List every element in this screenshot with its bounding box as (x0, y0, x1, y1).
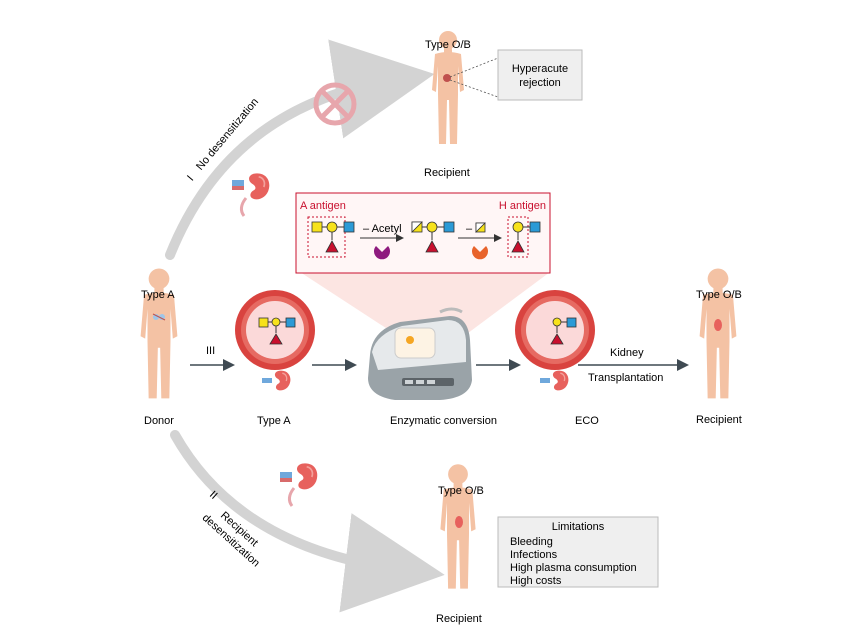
donor-label: Donor (144, 415, 174, 427)
donor-type: Type A (141, 289, 175, 301)
zoom-wedge (300, 272, 550, 345)
limitations-title: Limitations (552, 521, 605, 533)
bottom-person-type: Type O/B (438, 485, 484, 497)
path1-arrow (165, 39, 435, 260)
kidney-icon (232, 172, 271, 217)
machine-label: Enzymatic conversion (390, 415, 497, 427)
person-icon (140, 268, 178, 399)
limitation-item: High plasma consumption (510, 562, 637, 574)
perfusion-machine-icon (368, 307, 472, 400)
bottom-person-label: Recipient (436, 613, 482, 625)
transplant-kidney-top (443, 74, 451, 82)
step2-label: – (466, 223, 473, 235)
blood-vessel-icon (515, 290, 595, 370)
h-antigen-label: H antigen (499, 200, 546, 212)
donor-kidney-icon (152, 313, 166, 321)
hyperacute-line1: Hyperacute (512, 63, 568, 75)
limitation-item: Infections (510, 549, 558, 561)
limitations-callout (497, 516, 659, 588)
intermediate-glycan (411, 221, 455, 253)
right-kidney (714, 319, 722, 331)
path3-number: III (206, 345, 215, 357)
top-person-label: Recipient (424, 167, 470, 179)
a-antigen-glycan (307, 216, 355, 258)
blood-vessel-icon (235, 290, 315, 370)
step2-removed-sugar (475, 222, 486, 233)
step1-label: – Acetyl (363, 223, 402, 235)
hyperacute-line2: rejection (519, 77, 561, 89)
path1-number: I (185, 173, 196, 183)
top-person-type: Type O/B (425, 39, 471, 51)
h-antigen-glycan (507, 216, 541, 258)
kidney-icon (262, 369, 292, 392)
kidney-transplant-label-2: Transplantation (588, 372, 663, 384)
limitation-item: High costs (510, 575, 562, 587)
kidney-icon (280, 462, 319, 507)
hyperacute-callout (497, 49, 583, 101)
enzyme1-icon (373, 246, 391, 260)
person-icon (699, 268, 737, 399)
a-antigen-label: A antigen (300, 200, 346, 212)
limitation-item: Bleeding (510, 536, 553, 548)
kidney-transplant-label-1: Kidney (610, 347, 644, 359)
vessel-left-label: Type A (257, 415, 291, 427)
right-person-label: Recipient (696, 414, 742, 426)
enzyme2-icon (472, 246, 488, 260)
kidney-icon (540, 369, 570, 392)
path2-arrow (170, 430, 445, 613)
right-person-type: Type O/B (696, 289, 742, 301)
vessel-right-label: ECO (575, 415, 599, 427)
bottom-kidney (455, 516, 463, 528)
no-symbol-icon (313, 82, 357, 126)
